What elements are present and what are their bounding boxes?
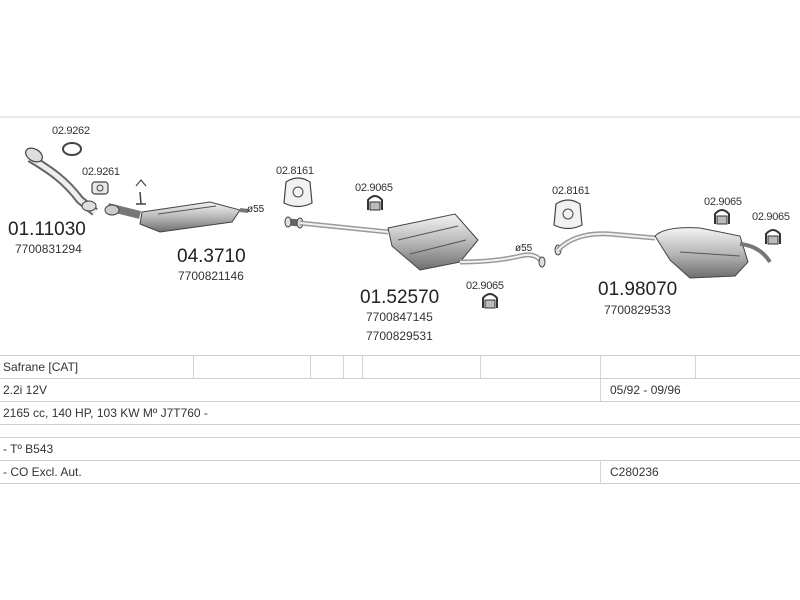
center-muffler-part[interactable] [387, 213, 546, 271]
oem-number-catalytic-converter: 7700821146 [178, 269, 244, 283]
accessory-label-mount-4: 02.9065 [752, 211, 790, 223]
front-pipe-part[interactable] [23, 145, 98, 216]
table-cell-reference: C280236 [610, 465, 659, 479]
diameter-label-1: ø55 [247, 204, 265, 215]
rubber-mount-part[interactable] [714, 209, 730, 225]
accessory-label-clamp: 02.9261 [82, 166, 120, 178]
table-cell-model: Safrane [CAT] [3, 360, 79, 374]
table-column-divider [193, 356, 194, 378]
table-divider [0, 460, 800, 461]
rubber-mount-part[interactable] [367, 195, 383, 211]
gasket-part [62, 142, 82, 156]
accessory-label-mount-1: 02.9065 [355, 182, 393, 194]
rubber-mount-part[interactable] [482, 293, 498, 309]
table-divider [0, 378, 800, 379]
table-column-divider [600, 461, 601, 483]
table-cell-specs: 2165 cc, 140 HP, 103 KW Mº J7T760 - [3, 406, 208, 420]
table-row: - Tº B543 [0, 438, 800, 460]
rear-muffler-part[interactable] [554, 227, 772, 279]
table-cell-date-range: 05/92 - 09/96 [610, 383, 681, 397]
accessory-label-flange-gasket-2: 02.8161 [552, 185, 590, 197]
exhaust-diagram: 01.11030 7700831294 04.3710 7700821146 0… [0, 116, 800, 343]
table-divider [0, 401, 800, 402]
table-row: - CO Excl. Aut. C280236 [0, 461, 800, 483]
catalytic-converter-part[interactable] [104, 201, 249, 233]
table-column-divider [362, 356, 363, 378]
clamp-part[interactable] [91, 181, 109, 195]
table-divider [0, 424, 800, 425]
table-row: 2165 cc, 140 HP, 103 KW Mº J7T760 - [0, 402, 800, 424]
oem-number-rear-muffler: 7700829533 [604, 303, 671, 317]
table-row: Safrane [CAT] [0, 356, 800, 378]
connecting-pipe-part[interactable] [284, 216, 389, 235]
exhaust-drawing [0, 116, 800, 309]
accessory-label-mount-2: 02.9065 [466, 280, 504, 292]
table-column-divider [343, 356, 344, 378]
accessory-label-flange-gasket-1: 02.8161 [276, 165, 314, 177]
table-cell-note: - CO Excl. Aut. [3, 465, 82, 479]
diameter-label-2: ø55 [515, 243, 533, 254]
oem-number-front-pipe: 7700831294 [15, 242, 82, 256]
part-number-rear-muffler: 01.98070 [598, 279, 678, 300]
rubber-mount-part[interactable] [765, 229, 781, 245]
part-number-front-pipe: 01.11030 [8, 219, 86, 240]
flange-gasket-part[interactable] [553, 199, 583, 230]
table-cell-engine: 2.2i 12V [3, 383, 48, 397]
table-column-divider [600, 379, 601, 401]
oem-number-center-muffler-2: 7700829531 [366, 329, 433, 343]
part-number-catalytic-converter: 04.3710 [177, 246, 246, 267]
table-column-divider [310, 356, 311, 378]
table-divider [0, 483, 800, 484]
table-row: 2.2i 12V 05/92 - 09/96 [0, 379, 800, 401]
part-number-center-muffler: 01.52570 [360, 287, 440, 308]
table-divider [0, 355, 800, 356]
oem-number-center-muffler-1: 7700847145 [366, 310, 433, 324]
flange-gasket-part[interactable] [283, 177, 313, 208]
table-divider [0, 437, 800, 438]
table-column-divider [480, 356, 481, 378]
accessory-label-mount-3: 02.9065 [704, 196, 742, 208]
bolt-part [135, 179, 147, 205]
table-cell-type: - Tº B543 [3, 442, 54, 456]
table-column-divider [695, 356, 696, 378]
accessory-label-gasket: 02.9262 [52, 125, 90, 137]
table-column-divider [600, 356, 601, 378]
